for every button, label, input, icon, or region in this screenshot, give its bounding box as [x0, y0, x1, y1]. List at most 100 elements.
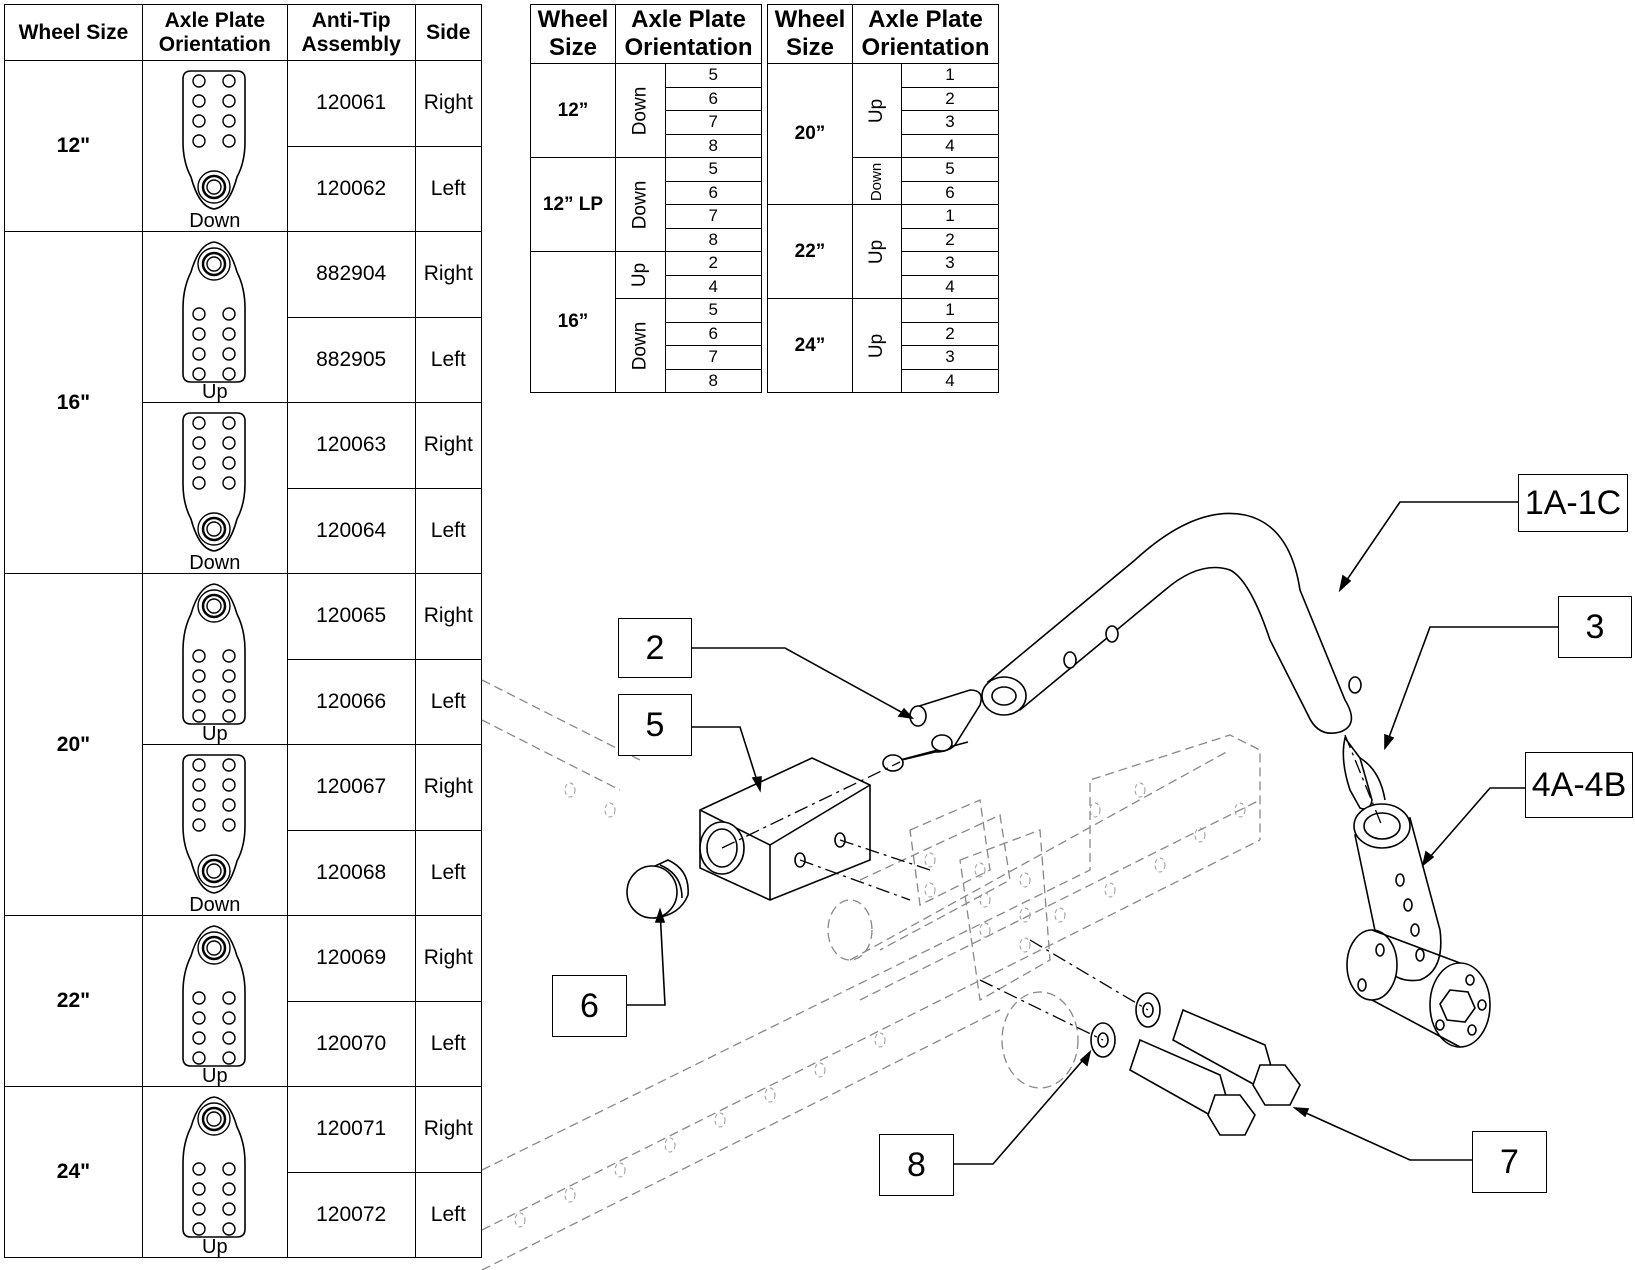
wheel-size-cell: 16": [4, 231, 143, 574]
hole-number-cell: 2: [901, 86, 999, 111]
clamp-block: [699, 757, 871, 901]
side-cell: Right: [414, 573, 483, 660]
orientation-label: Up: [202, 1236, 228, 1258]
axle-plate-up-icon: [182, 241, 246, 383]
side-cell: Left: [414, 487, 483, 574]
hole-number-cell: 1: [901, 204, 999, 229]
hole-number-cell: 2: [664, 251, 763, 276]
side-cell: Left: [414, 1171, 483, 1258]
hole-number-cell: 1: [901, 63, 999, 88]
part-number-cell: 120068: [286, 829, 416, 916]
part-number-cell: 120063: [286, 402, 416, 489]
part-number-cell: 120071: [286, 1086, 416, 1173]
wheel-size-cell: 20": [4, 573, 143, 916]
anti-tip-tube: [981, 512, 1362, 734]
wheelchair-frame-ghost: [481, 679, 1261, 1270]
table-row: 6: [531, 86, 763, 111]
table-row: 2: [768, 86, 999, 111]
side-cell: Right: [414, 231, 483, 318]
side-cell: Left: [414, 145, 483, 232]
table-row: 4: [531, 274, 763, 299]
callout-1a-1c: 1A-1C: [1518, 474, 1628, 532]
hole-number-cell: 3: [901, 251, 999, 276]
orientation-cell: Down: [852, 157, 902, 205]
table-row: 2: [768, 227, 999, 252]
part-number-cell: 120065: [286, 573, 416, 660]
axle-plate-cell: Down: [141, 744, 288, 916]
frame-holes: [514, 782, 1246, 1228]
wheel-size-cell: 12” LP: [530, 157, 616, 252]
wheel-size-cell: 12”: [530, 63, 616, 158]
axle-plate-down-icon: [182, 412, 246, 552]
side-cell: Left: [414, 658, 483, 745]
callout-7: 7: [1472, 1131, 1547, 1193]
header-wheel-size: Wheel Size: [4, 4, 143, 61]
side-cell: Left: [414, 316, 483, 403]
orientation-label: Down: [189, 210, 241, 232]
header-side: Side: [414, 4, 483, 61]
hole-number-cell: 6: [664, 321, 763, 346]
hole-number-cell: 8: [664, 227, 763, 252]
orientation-label: Up: [202, 1065, 228, 1087]
axle-plate-up-icon: [182, 583, 246, 725]
side-cell: Right: [414, 915, 483, 1002]
part-number-cell: 120070: [286, 1000, 416, 1087]
hole-number-cell: 4: [901, 274, 999, 299]
wheel-size-cell: 12": [4, 60, 143, 232]
anti-tip-wheel-assembly: [1346, 803, 1491, 1048]
part-number-cell: 120069: [286, 915, 416, 1002]
part-number-cell: 882905: [286, 316, 416, 403]
wheel-size-cell: 24”: [767, 298, 853, 393]
part-number-cell: 120064: [286, 487, 416, 574]
wheel-size-cell: 16”: [530, 251, 616, 393]
hole-number-cell: 8: [664, 368, 763, 393]
orientation-label: Up: [202, 381, 228, 403]
hole-number-cell: 4: [664, 274, 763, 299]
table-row: 8: [531, 227, 763, 252]
hole-number-cell: 7: [664, 204, 763, 229]
hole-number-cell: 5: [664, 63, 763, 88]
orientation-label: Down: [189, 552, 241, 574]
part-number-cell: 120061: [286, 60, 416, 147]
side-cell: Right: [414, 60, 483, 147]
hole-number-cell: 4: [901, 368, 999, 393]
wheel-size-cell: 24": [4, 1086, 143, 1258]
callout-5: 5: [618, 694, 692, 756]
axle-plate-cell: Up: [141, 573, 288, 745]
side-cell: Left: [414, 1000, 483, 1087]
bolts: [1129, 1008, 1301, 1136]
callout-4a-4b: 4A-4B: [1525, 752, 1633, 818]
hole-number-cell: 6: [664, 86, 763, 111]
table-row: 6: [531, 321, 763, 346]
hole-number-cell: 7: [664, 345, 763, 370]
callout-6: 6: [552, 975, 627, 1037]
axle-plate-cell: Up: [141, 915, 288, 1087]
clip-pin: [882, 689, 983, 772]
hole-number-cell: 2: [901, 227, 999, 252]
axle-plate-up-icon: [182, 1096, 246, 1238]
assembly-lines: [721, 734, 1383, 1041]
table-row: 3: [768, 251, 999, 276]
hole-number-cell: 7: [664, 110, 763, 135]
